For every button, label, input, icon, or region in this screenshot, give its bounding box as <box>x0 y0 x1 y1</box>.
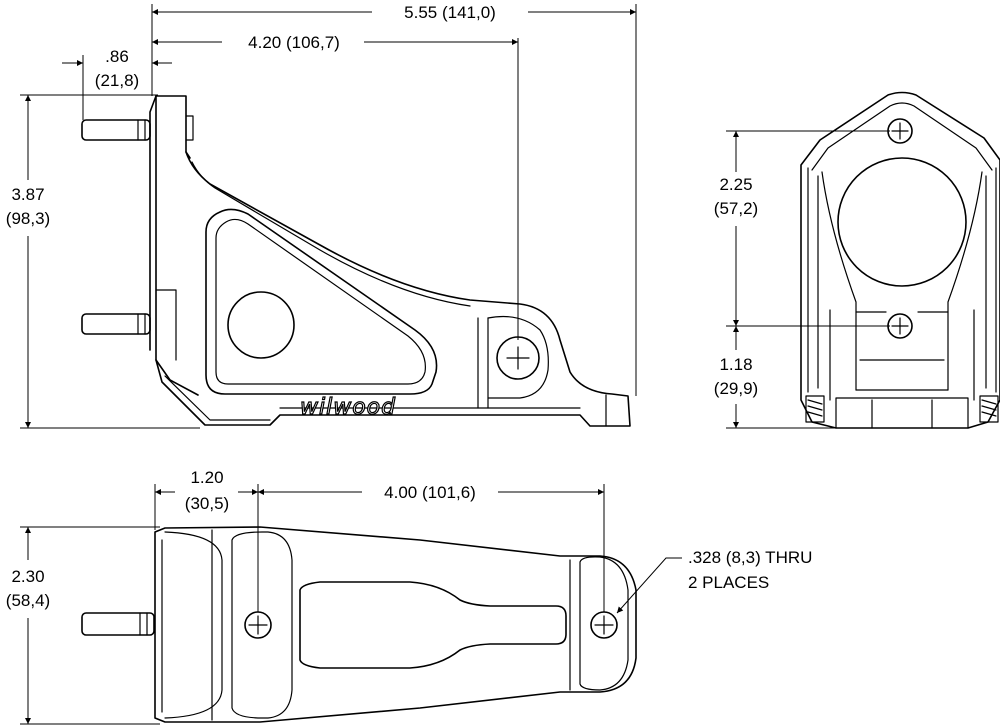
bracket-body-outline <box>155 151 631 427</box>
side-view: wilwood <box>81 95 631 427</box>
lower-stud <box>81 313 151 335</box>
front-stud-left <box>805 395 825 423</box>
bottom-offset-mm: (30,5) <box>185 494 229 513</box>
hole-base-mm: (29,9) <box>714 379 758 398</box>
bottom-offset-in: 1.20 <box>190 468 223 487</box>
hole-spacing-mm: (57,2) <box>714 199 758 218</box>
bottom-dimensions: 1.20 (30,5) 4.00 (101,6) 2.30 (58,4) <box>6 468 605 725</box>
hole-offset-label: 4.20 (106,7) <box>248 33 340 52</box>
height-in: 3.87 <box>11 185 44 204</box>
bottom-spacing-label: 4.00 (101,6) <box>384 483 476 502</box>
lower-chamfer-line <box>164 375 271 421</box>
front-outline <box>800 91 1000 429</box>
callout-line-2: 2 PLACES <box>688 573 769 592</box>
flange-width-mm: (21,8) <box>95 71 139 90</box>
side-dimensions: 5.55 (141,0) 4.20 (106,7) .86 (21,8) 3.8… <box>6 3 637 429</box>
front-hole-lower <box>887 313 913 339</box>
upper-stud <box>81 119 151 141</box>
lightening-hole <box>227 291 295 359</box>
upper-fillet-line <box>191 161 471 307</box>
overall-width-label: 5.55 (141,0) <box>404 3 496 22</box>
mounting-flange <box>149 95 199 396</box>
bottom-stud <box>81 612 155 636</box>
bottom-hole-left <box>244 611 272 639</box>
front-hole-upper <box>887 118 913 144</box>
hole-spacing-in: 2.25 <box>719 175 752 194</box>
front-stud-right <box>979 395 999 423</box>
bracket-pocket <box>205 208 438 395</box>
mount-hole-side <box>477 315 549 409</box>
hole-callout: .328 (8,3) THRU 2 PLACES <box>616 548 812 614</box>
bottom-hole-right <box>590 611 618 639</box>
bottom-view <box>81 526 637 723</box>
wilwood-logo: wilwood <box>300 395 396 420</box>
front-view <box>800 91 1000 429</box>
height-mm: (98,3) <box>6 209 50 228</box>
bottom-outline <box>154 526 637 723</box>
callout-line-1: .328 (8,3) THRU <box>688 548 812 567</box>
bottom-width-in: 2.30 <box>11 567 44 586</box>
bottom-pocket <box>299 581 567 669</box>
hole-base-in: 1.18 <box>719 355 752 374</box>
front-dimensions: 2.25 (57,2) 1.18 (29,9) <box>714 130 890 429</box>
flange-width-in: .86 <box>105 47 129 66</box>
front-bore <box>837 157 967 287</box>
bottom-width-mm: (58,4) <box>6 591 50 610</box>
